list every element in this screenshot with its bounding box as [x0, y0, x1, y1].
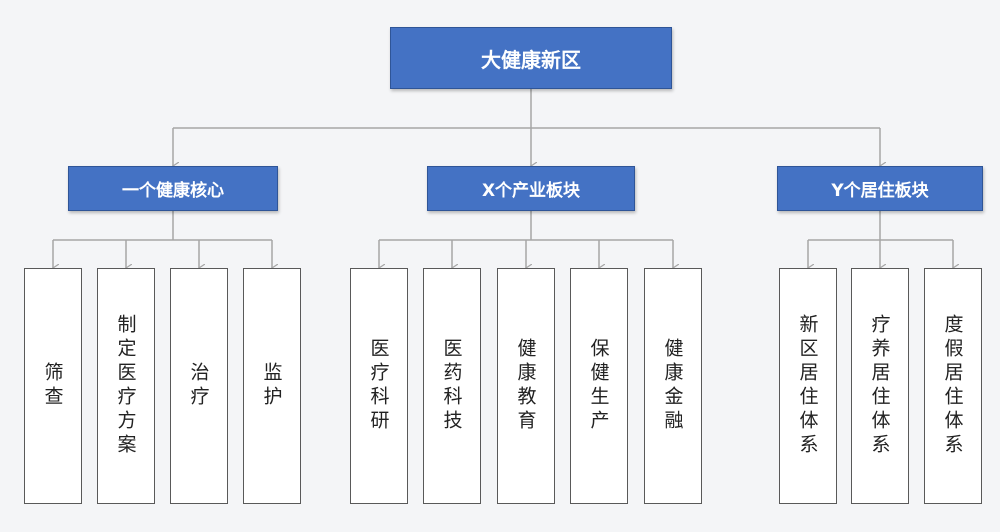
leaf-node: 保健生产 [570, 268, 628, 504]
leaf-label: 新区居住体系 [796, 314, 819, 458]
leaf-label: 制定医疗方案 [114, 314, 137, 458]
group-label: X个产业板块 [481, 181, 581, 201]
group-label: Y个居住板块 [831, 181, 929, 201]
leaf-node: 治疗 [170, 268, 228, 504]
leaf-node: 医药科技 [423, 268, 481, 504]
root-label: 大健康新区 [481, 47, 581, 72]
group-node-residence: Y个居住板块 [777, 166, 983, 211]
leaf-label: 保健生产 [587, 338, 610, 434]
group-node-industry: X个产业板块 [427, 166, 635, 211]
leaf-node: 筛查 [24, 268, 82, 504]
leaf-node: 制定医疗方案 [97, 268, 155, 504]
leaf-label: 医疗科研 [367, 338, 390, 434]
leaf-node: 健康教育 [497, 268, 555, 504]
leaf-node: 医疗科研 [350, 268, 408, 504]
leaf-node: 度假居住体系 [924, 268, 982, 504]
leaf-label: 健康金融 [661, 338, 684, 434]
leaf-label: 疗养居住体系 [868, 314, 891, 458]
leaf-label: 治疗 [187, 362, 210, 410]
leaf-node: 健康金融 [644, 268, 702, 504]
leaf-label: 筛查 [41, 362, 64, 410]
leaf-label: 度假居住体系 [941, 314, 964, 458]
leaf-label: 医药科技 [440, 338, 463, 434]
leaf-node: 新区居住体系 [779, 268, 837, 504]
group-label: 一个健康核心 [122, 181, 224, 201]
root-node: 大健康新区 [390, 27, 672, 89]
leaf-label: 监护 [260, 362, 283, 410]
group-node-health-core: 一个健康核心 [68, 166, 278, 211]
leaf-label: 健康教育 [514, 338, 537, 434]
leaf-node: 疗养居住体系 [851, 268, 909, 504]
leaf-node: 监护 [243, 268, 301, 504]
